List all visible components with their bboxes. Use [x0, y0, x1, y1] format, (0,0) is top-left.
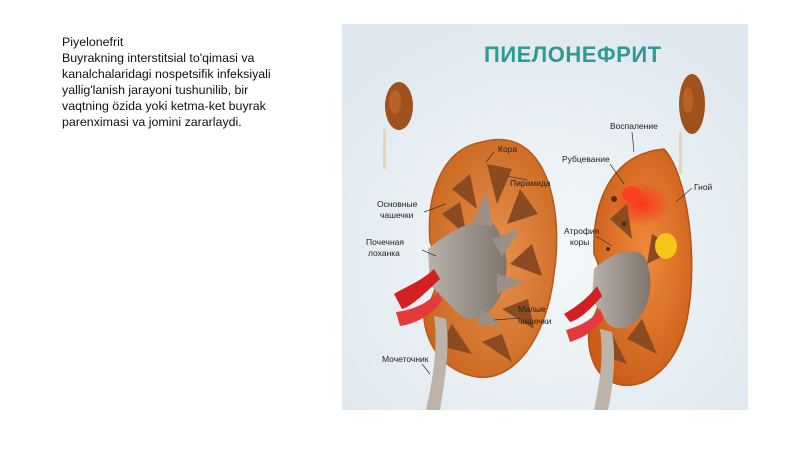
label-major-calyces-2: чашечки	[380, 210, 414, 220]
slide-body-line: Buyrakning interstitsial to'qimasi va	[62, 51, 255, 65]
label-scarring: Рубцевание	[562, 154, 610, 164]
label-atrophy-2: коры	[570, 237, 589, 247]
label-cortex: Кора	[498, 144, 517, 154]
label-inflammation: Воспаление	[610, 121, 658, 131]
kidney-cross-section-healthy	[394, 138, 558, 410]
slide-body-line: kanalchalaridagi nospetsifik infeksiyali	[62, 67, 271, 81]
pyelonephritis-illustration: ПИЕЛОНЕФРИТ	[342, 24, 748, 410]
label-major-calyces-1: Основные	[377, 199, 418, 209]
slide-text: Piyelonefrit Buyrakning interstitsial to…	[62, 34, 324, 130]
label-ureter: Мочеточник	[382, 354, 429, 364]
leader-lines-left	[421, 151, 528, 375]
leader-lines-right	[595, 131, 693, 247]
kidney-cross-section-inflamed	[564, 148, 693, 410]
label-pus: Гной	[694, 182, 713, 192]
label-minor-calyces-1: Малые	[518, 304, 546, 314]
label-pyramid: Пирамида	[510, 178, 551, 188]
label-minor-calyces-2: чашечки	[518, 316, 552, 326]
small-kidney-right	[679, 74, 705, 174]
label-atrophy-1: Атрофия	[564, 226, 600, 236]
label-pelvis-2: лоханка	[368, 248, 400, 258]
slide-body-line: vaqtning özida yoki ketma-ket buyrak	[62, 99, 266, 113]
small-kidney-left	[383, 82, 413, 169]
figure-title: ПИЕЛОНЕФРИТ	[484, 42, 662, 67]
kidney-diagram: ПИЕЛОНЕФРИТ	[342, 24, 748, 410]
label-pelvis-1: Почечная	[366, 237, 404, 247]
slide-heading: Piyelonefrit	[62, 35, 124, 49]
slide-body-line: yallig'lanish jarayoni tushunilib, bir	[62, 83, 249, 97]
pus-focus	[655, 233, 677, 259]
slide-body-line: parenximasi va jomini zararlaydi.	[62, 115, 242, 129]
